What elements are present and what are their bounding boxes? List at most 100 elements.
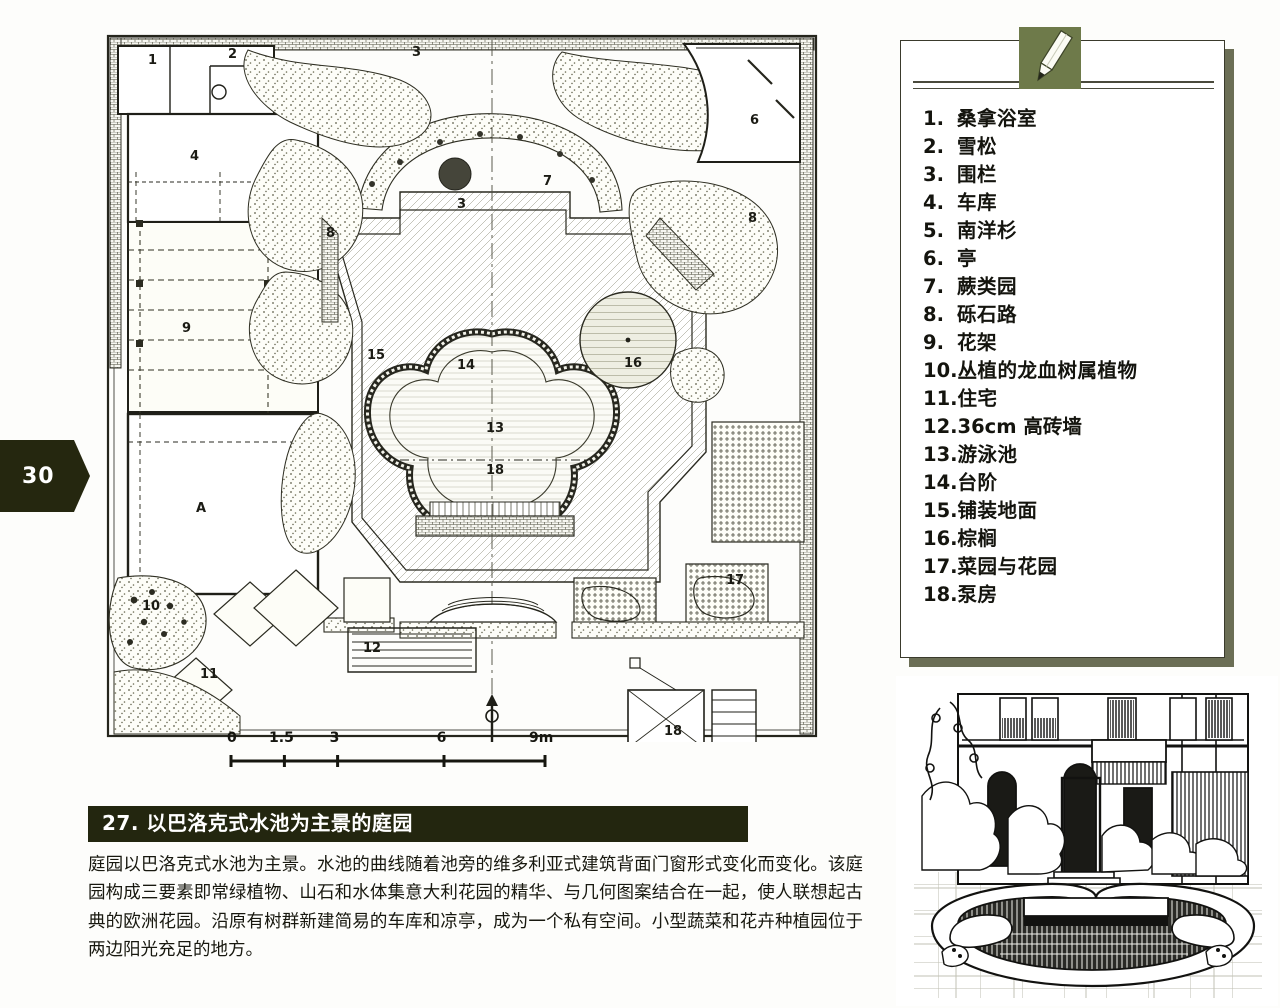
plan-callout-14: 14 (457, 358, 475, 373)
page-spine-bar (0, 440, 10, 512)
plan-callout-12: 12 (363, 641, 381, 656)
sketch-pool (930, 882, 1256, 988)
plan-callout-11: 11 (200, 667, 218, 682)
legend-item-label: 花架 (957, 331, 998, 354)
plan-callout-4: 4 (190, 149, 199, 164)
perspective-sketch-svg (896, 676, 1278, 1006)
plan-callout-1: 1 (148, 53, 157, 68)
legend-item: 12.36cm 高砖墙 (923, 417, 1214, 437)
caption-block: 27. 以巴洛克式水池为主景的庭园 庭园以巴洛克式水池为主景。水池的曲线随着池旁… (88, 806, 878, 964)
plan-callout-3b: 3 (457, 197, 466, 212)
legend-item-number: 6. (923, 247, 944, 270)
legend-item: 18.泵房 (923, 585, 1214, 605)
pencil-icon-svg (1019, 27, 1081, 89)
plan-callout-17: 17 (726, 573, 744, 588)
legend-item-label: 游泳池 (957, 443, 1018, 466)
legend-item: 4. 车库 (923, 193, 1214, 213)
legend-item-number: 17. (923, 555, 958, 578)
fence-band-right (799, 37, 814, 735)
legend-item-number: 5. (923, 219, 944, 242)
veg-plot-right (711, 421, 805, 543)
legend-item-number: 14. (923, 471, 958, 494)
legend-item-number: 2. (923, 135, 944, 158)
legend-item: 7. 蕨类园 (923, 277, 1214, 297)
plan-callout-3: 3 (412, 45, 421, 60)
legend-item-number: 10. (923, 359, 958, 382)
legend-item-number: 16. (923, 527, 958, 550)
fern-garden-planting (357, 113, 623, 213)
legend-item-number: 3. (923, 163, 944, 186)
legend-item-label: 蕨类园 (957, 275, 1018, 298)
legend-item-number: 15. (923, 499, 958, 522)
legend-item-number: 12. (923, 415, 958, 438)
lower-boundary-hedge (113, 669, 241, 735)
pump-house (627, 657, 757, 742)
legend-item-label: 36cm 高砖墙 (957, 415, 1082, 438)
plan-callout-18b: 18 (664, 724, 682, 739)
legend-item-list: 1. 桑拿浴室 2. 雪松 3. 围栏 4. 车库 5. 南洋杉 6. 亭 7. 蕨类园 8. 砾石路 9.花架… (923, 109, 1214, 613)
dracaena-cluster (108, 575, 207, 671)
legend-item-label: 铺装地面 (957, 499, 1038, 522)
legend-item: 8. 砾石路 (923, 305, 1214, 325)
legend-item: 3. 围栏 (923, 165, 1214, 185)
plan-callout-6: 6 (750, 113, 759, 128)
north-arrow-icon (485, 694, 499, 742)
legend-item-label: 住宅 (957, 387, 998, 410)
side-hedge (280, 412, 356, 554)
fence-band-left (109, 37, 122, 369)
sketch-balcony (1091, 739, 1167, 785)
plan-callout-13: 13 (486, 421, 504, 436)
plan-callout-7: 7 (543, 174, 552, 189)
plan-callout-9: 9 (182, 321, 191, 336)
plan-callout-8a: 8 (748, 211, 757, 226)
legend-item-label: 围栏 (957, 163, 998, 186)
legend-item-number: 7. (923, 275, 944, 298)
legend-item-label: 菜园与花园 (957, 555, 1058, 578)
legend-item: 5. 南洋杉 (923, 221, 1214, 241)
legend-item-label: 桑拿浴室 (957, 107, 1038, 130)
legend-item: 10.丛植的龙血树属植物 (923, 361, 1214, 381)
page-number: 30 (22, 463, 55, 489)
legend-item-number: 1. (923, 107, 944, 130)
page-number-marker: 30 (0, 440, 90, 512)
legend-item-number: 4. (923, 191, 944, 214)
fan-steps (428, 597, 558, 623)
pavilion-structure (681, 43, 801, 163)
scale-tick-label: 1.5 (269, 730, 294, 746)
pencil-icon (1019, 27, 1081, 89)
legend-item: 14.台阶 (923, 473, 1214, 493)
legend-item: 16.棕榈 (923, 529, 1214, 549)
vegetable-flower-garden (573, 563, 769, 631)
gravel-path-band (321, 216, 715, 323)
legend-item: 2. 雪松 (923, 137, 1214, 157)
caption-body-text: 庭园以巴洛克式水池为主景。水池的曲线随着池旁的维多利亚式建筑背面门窗形式变化而变… (88, 855, 863, 961)
legend-item: 9.花架 (923, 333, 1214, 353)
sketch-shrubbery (921, 781, 1248, 877)
legend-panel: 1. 桑拿浴室 2. 雪松 3. 围栏 4. 车库 5. 南洋杉 6. 亭 7. 蕨类园 8. 砾石路 9.花架… (900, 27, 1225, 658)
legend-item: 6. 亭 (923, 249, 1214, 269)
legend-item: 1. 桑拿浴室 (923, 109, 1214, 129)
legend-item-label: 雪松 (957, 135, 998, 158)
plan-callout-15: 15 (367, 348, 385, 363)
legend-item-number: 8. (923, 303, 944, 326)
sketch-vine (925, 701, 983, 801)
legend-item-label: 砾石路 (957, 303, 1018, 326)
legend-item-label: 棕榈 (957, 527, 998, 550)
scale-bar-graphic (229, 755, 547, 767)
scale-tick-label: 3 (329, 730, 340, 746)
plan-callout-18a: 18 (486, 463, 504, 478)
scale-tick-label: 9m (529, 730, 554, 746)
legend-item-label: 南洋杉 (957, 219, 1018, 242)
legend-item-number: 11. (923, 387, 958, 410)
legend-item-label: 车库 (957, 191, 998, 214)
scale-tick-label: 0 (227, 730, 237, 746)
legend-item-label: 亭 (957, 247, 978, 270)
legend-item-label: 台阶 (957, 471, 998, 494)
palm-tree (579, 291, 725, 403)
